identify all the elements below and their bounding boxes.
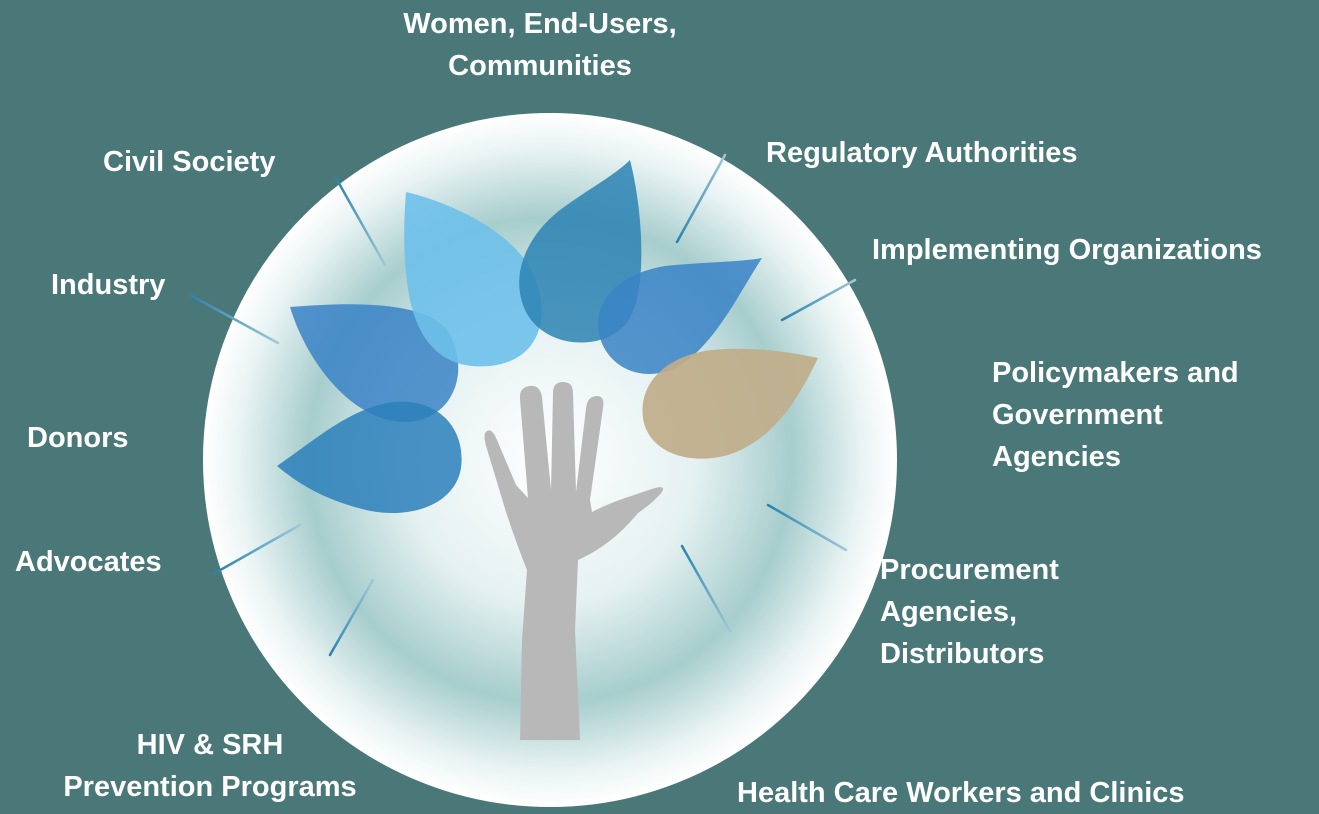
label-women-line-2: Communities bbox=[448, 50, 632, 82]
leaves bbox=[277, 160, 818, 514]
label-industry: Industry bbox=[51, 269, 166, 301]
label-procurement-line-1: Procurement bbox=[880, 554, 1059, 586]
label-policymakers-government-agencies: Policymakers and Government Agencies bbox=[992, 352, 1239, 478]
label-procurement-line-3: Distributors bbox=[880, 638, 1045, 670]
spoke-line-industry bbox=[188, 293, 280, 345]
spoke-lines bbox=[146, 123, 912, 657]
label-women-line-1: Women, End-Users, bbox=[403, 8, 677, 40]
label-hiv-line-2: Prevention Programs bbox=[63, 771, 357, 803]
label-hiv-line-1: HIV & SRH bbox=[136, 729, 284, 761]
label-policymakers-line-1: Policymakers and bbox=[992, 357, 1239, 389]
leaf-icon bbox=[290, 304, 459, 423]
label-donors: Donors bbox=[27, 422, 129, 454]
spoke-line-civil-society bbox=[334, 176, 387, 267]
spoke-line-implementing bbox=[780, 278, 857, 322]
label-civil-society: Civil Society bbox=[103, 146, 276, 178]
leaf-icon bbox=[597, 258, 762, 374]
label-advocates: Advocates bbox=[15, 546, 162, 578]
spoke-line-hiv-srh bbox=[328, 578, 375, 657]
label-implementing-organizations: Implementing Organizations bbox=[872, 234, 1262, 266]
leaf-icon bbox=[277, 401, 462, 514]
leaf-icon bbox=[642, 348, 818, 459]
label-health-care-workers-clinics: Health Care Workers and Clinics bbox=[737, 777, 1185, 809]
label-regulatory-authorities: Regulatory Authorities bbox=[766, 137, 1078, 169]
label-policymakers-line-3: Agencies bbox=[992, 441, 1121, 473]
leaf-icon bbox=[404, 192, 542, 367]
label-hiv-srh-prevention-programs: HIV & SRH Prevention Programs bbox=[30, 724, 390, 808]
spoke-line-regulatory bbox=[675, 153, 727, 244]
hand-icon bbox=[484, 382, 664, 740]
spoke-line-procurement bbox=[766, 503, 848, 552]
label-policymakers-line-2: Government bbox=[992, 399, 1163, 431]
spoke-line-advocates bbox=[213, 523, 302, 575]
label-procurement-agencies-distributors: Procurement Agencies, Distributors bbox=[880, 549, 1059, 675]
spoke-line-health-care bbox=[680, 544, 732, 633]
label-women-end-users-communities: Women, End-Users, Communities bbox=[360, 3, 720, 87]
label-procurement-line-2: Agencies, bbox=[880, 596, 1017, 628]
